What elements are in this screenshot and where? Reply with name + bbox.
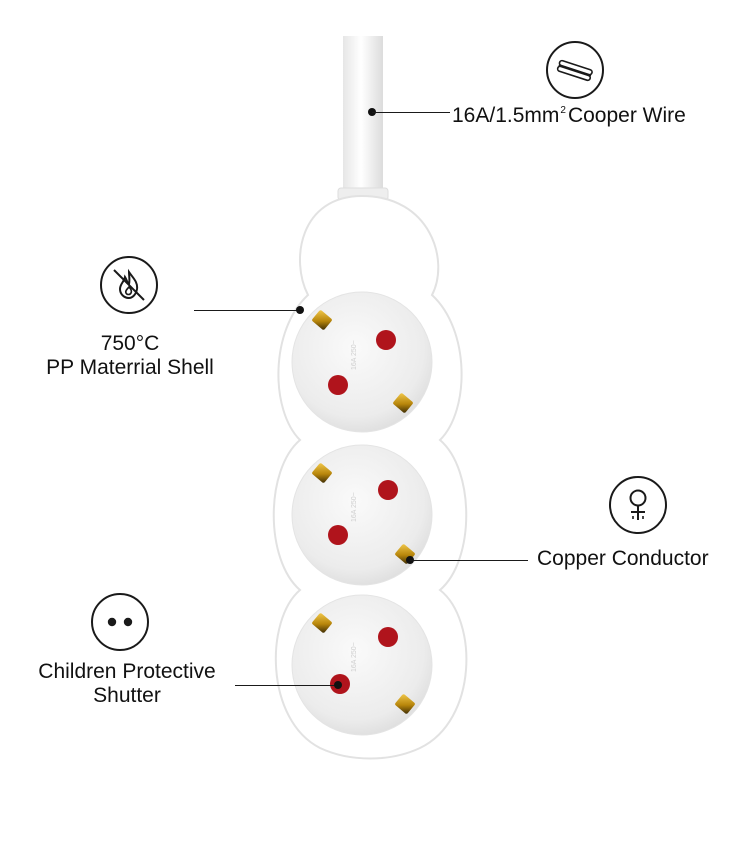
wire-cable-icon — [546, 41, 604, 99]
socket-2: 16A 250~ — [291, 444, 433, 586]
copper-element-icon — [609, 476, 667, 534]
no-fire-icon — [100, 256, 158, 314]
wire-spec-label: 16A/1.5mm2Cooper Wire — [452, 104, 686, 127]
conductor-label: Copper Conductor — [537, 547, 709, 570]
wire-callout-line — [372, 112, 450, 113]
shell-callout-line — [194, 310, 298, 311]
socket-holes-icon — [91, 593, 149, 651]
shutter-label-line2: Shutter — [93, 684, 161, 707]
conductor-callout-line — [410, 560, 528, 561]
svg-text:16A 250~: 16A 250~ — [351, 492, 358, 522]
power-cable — [343, 36, 383, 196]
shutter-callout-line — [235, 685, 336, 686]
svg-text:16A 250~: 16A 250~ — [351, 642, 358, 672]
shell-temp-label: 750°C — [100, 332, 160, 355]
socket-1: 16A 250~ — [291, 291, 433, 433]
shell-material-label: PP Materrial Shell — [46, 356, 214, 379]
socket-3: 16A 250~ — [291, 594, 433, 736]
svg-text:16A 250~: 16A 250~ — [351, 340, 358, 370]
shutter-callout-dot — [334, 681, 342, 689]
shutter-label-line1: Children Protective — [38, 660, 216, 683]
shell-callout-dot — [296, 306, 304, 314]
